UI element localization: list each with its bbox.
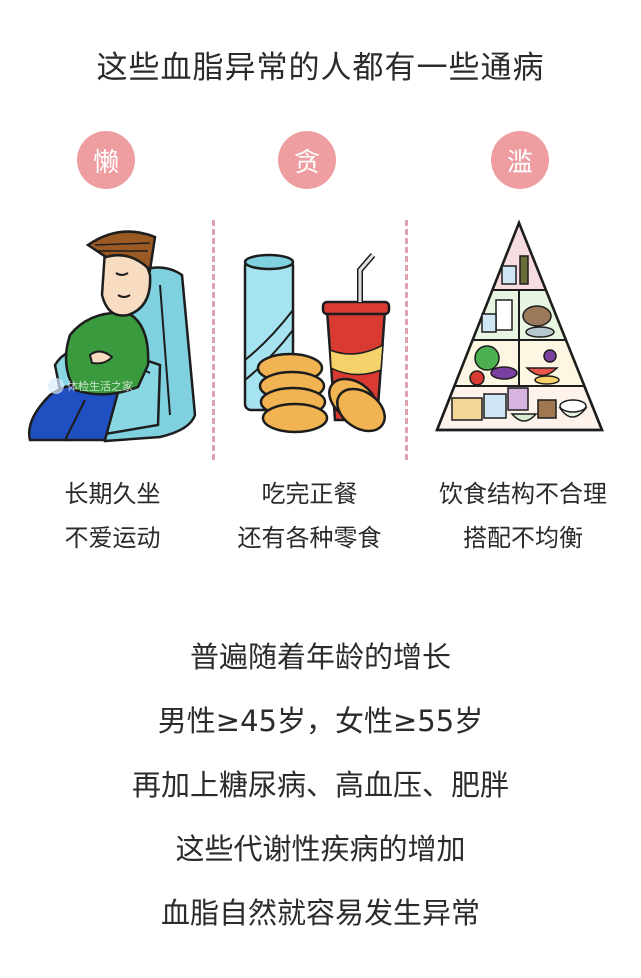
badge-lazy: 懒 (77, 131, 135, 189)
caption-greedy: 吃完正餐 还有各种零食 (212, 472, 407, 560)
caption-lazy: 长期久坐 不爱运动 (20, 472, 205, 560)
caption-excess: 饮食结构不合理 搭配不均衡 (412, 472, 634, 560)
summary-text: 普遍随着年龄的增长 男性≥45岁，女性≥55岁 再加上糖尿病、高血压、肥胖 这些… (0, 632, 641, 952)
watermark: 体检生活之家 (48, 378, 133, 394)
caption-line: 长期久坐 (64, 480, 161, 508)
summary-line: 普遍随着年龄的增长 (189, 640, 451, 674)
man-in-armchair-illustration (27, 230, 197, 443)
badge-greedy: 贪 (278, 131, 336, 189)
caption-line: 饮食结构不合理 (439, 480, 607, 508)
summary-line: 血脂自然就容易发生异常 (160, 896, 480, 930)
watermark-logo-icon (48, 378, 64, 394)
badge-excess: 滥 (491, 131, 549, 189)
page-title: 这些血脂异常的人都有一些通病 (96, 50, 545, 86)
snacks-illustration (243, 253, 391, 434)
summary-line: 男性≥45岁，女性≥55岁 (157, 704, 484, 738)
caption-line: 吃完正餐 (261, 480, 358, 508)
summary-line: 这些代谢性疾病的增加 (175, 832, 466, 866)
watermark-text: 体检生活之家 (67, 380, 133, 393)
food-pyramid-illustration (435, 219, 604, 432)
dashed-divider-right (405, 220, 408, 460)
caption-line: 还有各种零食 (237, 524, 382, 552)
summary-line: 再加上糖尿病、高血压、肥胖 (131, 768, 509, 802)
caption-line: 不爱运动 (64, 524, 161, 552)
caption-line: 搭配不均衡 (463, 524, 583, 552)
dashed-divider-left (212, 220, 215, 460)
